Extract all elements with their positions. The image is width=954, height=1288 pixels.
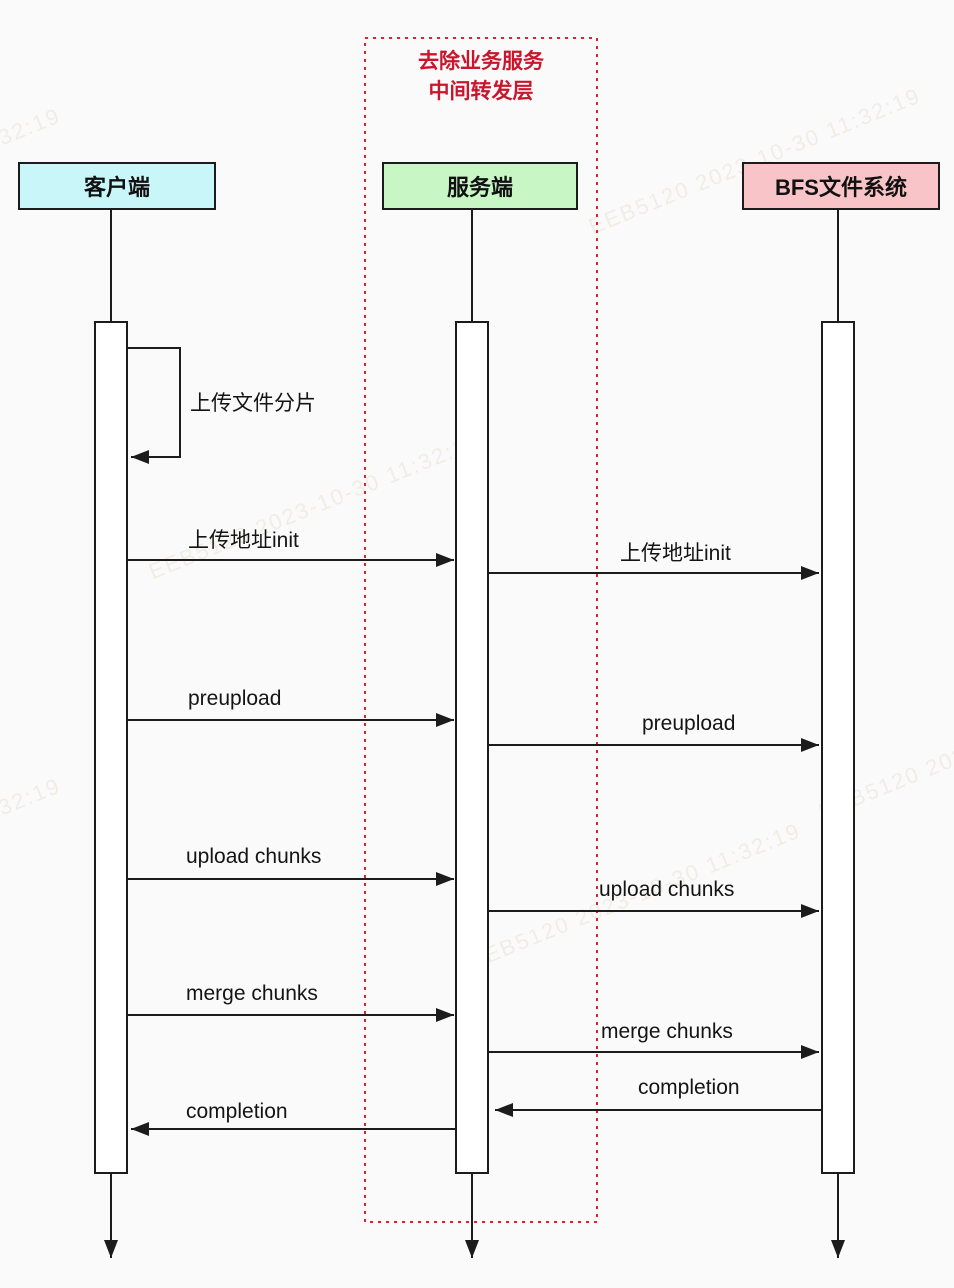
annotation-box xyxy=(364,37,598,1223)
message-label: 上传地址init xyxy=(620,542,731,565)
message-label: completion xyxy=(186,1100,288,1123)
message-label: merge chunks xyxy=(186,982,318,1005)
message-label: upload chunks xyxy=(599,878,735,901)
annotation-line1: 去除业务服务 xyxy=(418,50,544,73)
activation-server xyxy=(455,321,489,1174)
annotation-line2: 中间转发层 xyxy=(428,80,534,103)
watermark: EEB5120 2023-10-30 11:32:19 xyxy=(0,772,65,929)
message-label: preupload xyxy=(188,687,282,710)
message-label: preupload xyxy=(642,712,736,735)
annotation-label: 去除业务服务 中间转发层 xyxy=(365,47,597,107)
actor-bfs-label: BFS文件系统 xyxy=(774,175,907,200)
actor-server-label: 服务端 xyxy=(446,175,513,200)
watermark: EEB5120 2023-10-30 11:32:19 xyxy=(815,668,954,825)
watermark: EEB5120 2023-10-30 11:32:19 xyxy=(145,427,485,585)
message-label: 上传地址init xyxy=(188,529,299,552)
activation-client xyxy=(94,321,128,1174)
message-label: upload chunks xyxy=(186,845,322,868)
actor-server: 服务端 xyxy=(382,162,578,210)
actor-bfs: BFS文件系统 xyxy=(742,162,940,210)
actor-client: 客户端 xyxy=(18,162,216,210)
actor-client-label: 客户端 xyxy=(83,175,150,200)
message-label: completion xyxy=(638,1076,740,1099)
activation-bfs xyxy=(821,321,855,1174)
message-label: merge chunks xyxy=(601,1020,733,1043)
message-arrow-self xyxy=(127,347,181,464)
message-label: 上传文件分片 xyxy=(190,392,316,415)
